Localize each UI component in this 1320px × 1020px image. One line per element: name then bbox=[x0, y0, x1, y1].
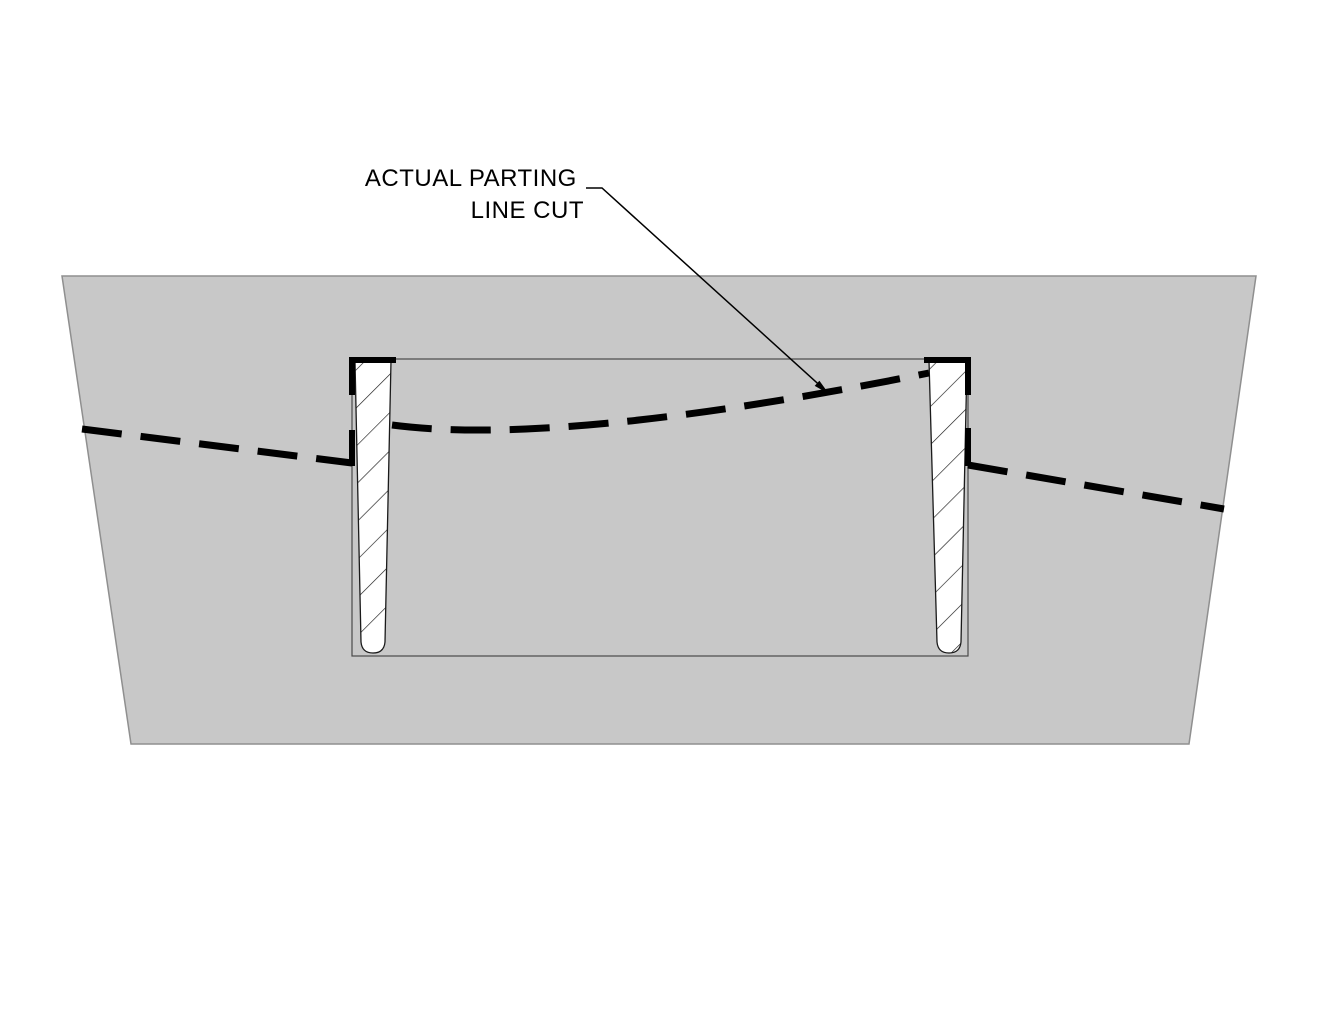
right-boss-hatch bbox=[929, 361, 967, 653]
label-line-2: LINE CUT bbox=[471, 197, 584, 224]
label-line-1: ACTUAL PARTING bbox=[365, 165, 577, 192]
parting-line-middle-segment bbox=[391, 369, 930, 434]
label-actual-parting-line-cut: ACTUAL PARTING LINE CUT bbox=[365, 165, 584, 224]
cavity-outline bbox=[351, 358, 969, 657]
parting-line-left-segment bbox=[81, 425, 353, 467]
leader-line bbox=[586, 187, 827, 392]
right-top-bold-edge bbox=[924, 357, 971, 395]
leader-arrowhead-icon bbox=[814, 380, 829, 394]
mold-body bbox=[61, 275, 1257, 745]
left-top-bold-edge bbox=[349, 357, 396, 395]
left-boss-hatch bbox=[355, 361, 391, 653]
parting-line-right-segment bbox=[967, 461, 1225, 513]
